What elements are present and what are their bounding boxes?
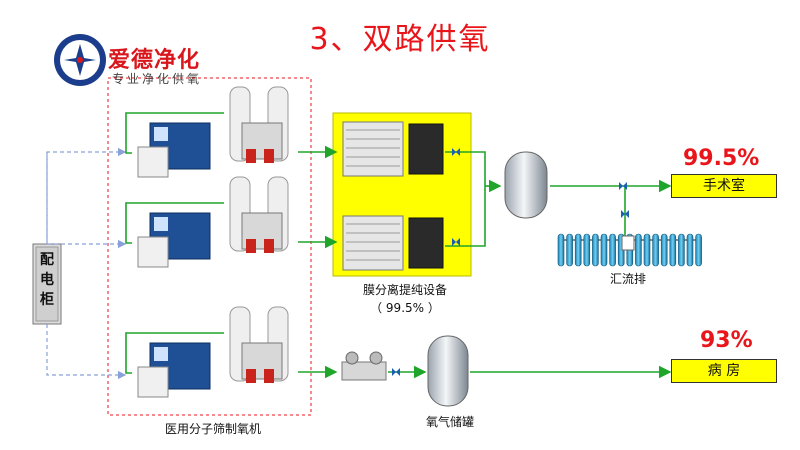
page-title: 3、双路供氧 xyxy=(309,22,491,57)
generator-unit-3 xyxy=(125,306,289,398)
storage-tank-upper xyxy=(504,151,548,219)
membrane-label: 膜分离提纯设备 xyxy=(362,283,447,297)
membrane-unit-bottom xyxy=(342,215,444,271)
electrical-wiring xyxy=(46,147,127,380)
destination-operating-room: 手术室 xyxy=(671,174,777,198)
company-logo-emblem xyxy=(54,34,106,86)
membrane-unit-top xyxy=(342,121,444,177)
tank-label: 氧气储罐 xyxy=(425,415,474,429)
purity-label-operating-room: 99.5% xyxy=(683,146,760,171)
generator-unit-2 xyxy=(125,176,289,268)
generator-label: 医用分子筛制氧机 xyxy=(164,422,261,436)
generator-unit-1 xyxy=(125,86,289,178)
destination-ward: 病 房 xyxy=(671,359,777,383)
power-cabinet-label: 配 电 柜 xyxy=(40,252,54,308)
booster-compressor xyxy=(341,351,387,381)
valve-icons xyxy=(392,148,629,376)
company-slogan: 专业净化供氧 xyxy=(112,72,203,86)
manifold-label: 汇流排 xyxy=(609,272,646,286)
oxygen-storage-tank xyxy=(427,335,469,407)
purity-label-ward: 93% xyxy=(700,328,753,353)
oxygen-pipelines xyxy=(298,145,672,379)
membrane-purity-label: （ 99.5% ） xyxy=(370,301,440,315)
company-name: 爱德净化 xyxy=(108,48,201,73)
cylinder-manifold xyxy=(557,233,702,267)
